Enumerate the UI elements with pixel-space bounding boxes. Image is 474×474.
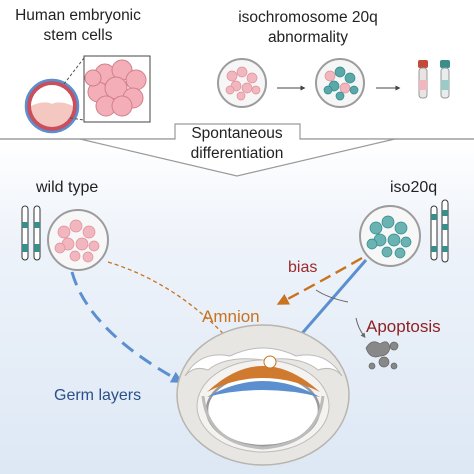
- wild-type-dish-icon: [47, 209, 109, 271]
- hesc-colony-icon: [83, 55, 151, 123]
- differentiation-divider: [0, 123, 474, 177]
- bias-amnion-arrow: [276, 256, 363, 305]
- apoptosis-label: Apoptosis: [366, 317, 441, 336]
- apoptosis-arrow: [355, 317, 366, 339]
- spontaneous-label: Spontaneous differentiation: [191, 125, 284, 162]
- amnion-label: Amnion: [202, 307, 260, 326]
- normal-dish-icon: [217, 58, 267, 108]
- spontaneous-label-line2: differentiation: [191, 145, 284, 162]
- germ-layers-label: Germ layers: [54, 387, 141, 404]
- hesc-label-line2: stem cells: [44, 27, 113, 44]
- apoptosis-branch-line: [315, 289, 349, 303]
- embryo-icon: [176, 324, 350, 466]
- iso20q-dish-icon: [359, 205, 421, 267]
- apoptotic-cells-icon: [365, 341, 399, 370]
- iso-label: isochromosome 20q abnormality: [238, 9, 378, 46]
- bias-label: bias: [288, 259, 317, 276]
- hesc-label: Human embryonic stem cells: [15, 7, 141, 44]
- wild-type-label: wild type: [35, 179, 98, 196]
- mixed-dish-icon: [315, 58, 365, 108]
- spontaneous-label-line1: Spontaneous: [191, 125, 283, 142]
- iso-label-line2: abnormality: [268, 29, 348, 46]
- iso20q-chromosomes-icon: [430, 199, 449, 263]
- sample-tubes-icon: [418, 60, 450, 99]
- wild-type-chromosomes-icon: [21, 205, 41, 261]
- wild-type-germ-arrow: [70, 271, 184, 383]
- iso-label-line1: isochromosome 20q: [238, 9, 378, 26]
- zoom-lines: [63, 57, 85, 121]
- blastocyst-icon: [24, 78, 80, 134]
- iso20q-label: iso20q: [390, 179, 437, 196]
- hesc-label-line1: Human embryonic: [15, 7, 141, 24]
